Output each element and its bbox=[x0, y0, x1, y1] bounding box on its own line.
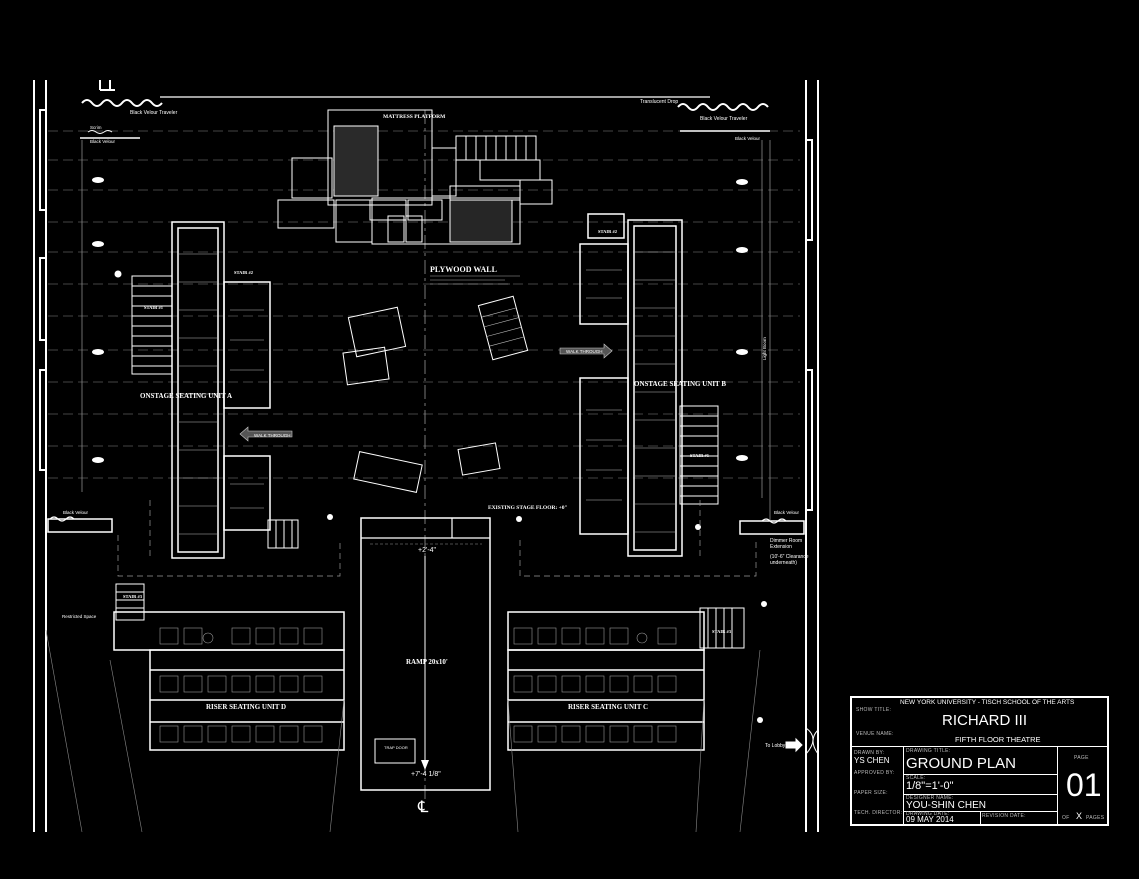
paper-size-label: PAPER SIZE: bbox=[854, 790, 888, 796]
drawing-title-label: DRAWING TITLE: bbox=[906, 748, 951, 754]
of-label: OF bbox=[1062, 815, 1070, 821]
black-velour-side-left-label: Black Velour bbox=[63, 510, 89, 515]
centerline-symbol: ℄ bbox=[417, 799, 429, 816]
title-block-center-column: DRAWING TITLE: GROUND PLAN SCALE: 1/8"=1… bbox=[904, 747, 1058, 824]
dimmer-clearance-label: (10'-6" Clearance bbox=[770, 554, 809, 560]
theatre-walls bbox=[33, 80, 819, 832]
stair-2-left-label: STAIR #2 bbox=[234, 270, 254, 275]
dimmer-extension-label: Extension bbox=[770, 544, 792, 550]
drapery bbox=[80, 96, 770, 139]
mattress-platform-label: MATTRESS PLATFORM bbox=[383, 114, 446, 120]
onstage-seating-a-label: ONSTAGE SEATING UNIT A bbox=[140, 392, 232, 400]
stair-2-right-label: STAIR #2 bbox=[598, 229, 618, 234]
ramp-top-elevation: +2'-4" bbox=[418, 547, 437, 554]
onstage-seating-a bbox=[171, 221, 271, 559]
page-label: PAGE bbox=[1074, 755, 1089, 761]
riser-seating-c bbox=[507, 611, 705, 751]
plywood-wall-notes bbox=[430, 275, 520, 285]
stair-1-left bbox=[131, 275, 173, 375]
scale-label: SCALE: bbox=[906, 775, 926, 781]
black-velour-traveler-right-label: Black Velour Traveler bbox=[700, 116, 748, 122]
riser-c-seats bbox=[513, 627, 677, 743]
seat-rows-b bbox=[586, 251, 676, 533]
black-velour-top-left-label: Black Velour bbox=[90, 139, 116, 144]
stair-1-left-label: STAIR #1 bbox=[144, 305, 164, 310]
title-block-page-column: PAGE 01 OF X PAGES bbox=[1058, 747, 1107, 824]
revision-date-label: REVISION DATE: bbox=[982, 813, 1026, 819]
title-block: SHOW TITLE: NEW YORK UNIVERSITY - TISCH … bbox=[850, 696, 1109, 826]
school-name: NEW YORK UNIVERSITY - TISCH SCHOOL OF TH… bbox=[900, 699, 1075, 706]
boom-fixtures bbox=[92, 177, 767, 723]
dimmer-underneath-label: underneath) bbox=[770, 560, 797, 566]
show-title-label: SHOW TITLE: bbox=[856, 707, 892, 713]
title-block-show-section: SHOW TITLE: NEW YORK UNIVERSITY - TISCH … bbox=[852, 698, 1107, 747]
ramp bbox=[360, 517, 491, 791]
scale: 1/8"=1'-0" bbox=[906, 780, 954, 792]
lobby-door bbox=[785, 727, 819, 755]
scrim-label: Scrim bbox=[90, 125, 102, 130]
black-velour-traveler-left-label: Black Velour Traveler bbox=[130, 110, 178, 116]
tech-director-label: TECH. DIRECTOR: bbox=[854, 810, 903, 816]
translucent-drop-label: Translucent Drop bbox=[640, 99, 678, 105]
walk-through-left-label: WALK THROUGH bbox=[254, 433, 291, 438]
drawing-date: 09 MAY 2014 bbox=[906, 815, 954, 824]
mattress-platform bbox=[277, 109, 553, 245]
riser-seating-d-label: RISER SEATING UNIT D bbox=[206, 703, 286, 711]
walk-through-right-label: WALK THROUGH bbox=[566, 349, 603, 354]
drawn-by: YS CHEN bbox=[854, 756, 890, 765]
walk-through-arrows bbox=[239, 343, 613, 442]
upstage-stairs bbox=[455, 135, 541, 181]
black-velour-side-right-label: Black Velour bbox=[774, 510, 800, 515]
seat-rows-a bbox=[178, 253, 264, 535]
stair-2-left bbox=[267, 519, 299, 549]
stair-3-left-label: STAIR #3 bbox=[123, 594, 143, 599]
plywood-wall-label: PLYWOOD WALL bbox=[430, 265, 497, 274]
loose-platform-stair-treads bbox=[481, 307, 525, 347]
drawing-date-label: DRAWING DATE: bbox=[906, 811, 950, 817]
divider-3 bbox=[904, 811, 1058, 812]
audience-floor-lines bbox=[45, 629, 761, 833]
ramp-label: RAMP 20x10' bbox=[406, 658, 448, 666]
venue-name: FIFTH FLOOR THEATRE bbox=[955, 735, 1041, 744]
masking-lines bbox=[117, 500, 757, 577]
pages-label: PAGES bbox=[1086, 815, 1105, 821]
onstage-seating-b bbox=[579, 213, 683, 557]
black-velour-top-right-label: Black Velour bbox=[735, 136, 761, 141]
drawing-title: GROUND PLAN bbox=[906, 755, 1017, 772]
designer-name-label: DESIGNER NAME: bbox=[906, 795, 954, 801]
total-pages: X bbox=[1076, 811, 1083, 821]
riser-d-seats bbox=[159, 627, 323, 743]
show-title: RICHARD III bbox=[942, 712, 1028, 729]
stair-3 bbox=[115, 583, 745, 649]
boom-lines bbox=[81, 140, 771, 520]
light-boom-label: Light Boom bbox=[762, 337, 767, 360]
stair-1-right-label: STAIR #1 bbox=[690, 453, 710, 458]
riser-seating-c-label: RISER SEATING UNIT C bbox=[568, 703, 648, 711]
onstage-seating-b-label: ONSTAGE SEATING UNIT B bbox=[634, 380, 726, 388]
revision-divider bbox=[980, 811, 981, 824]
stair-1-right bbox=[679, 405, 719, 505]
designer-name: YOU-SHIN CHEN bbox=[906, 800, 987, 811]
divider-2 bbox=[904, 794, 1058, 795]
trap-door-label: TRAP DOOR bbox=[384, 745, 408, 750]
divider-1 bbox=[904, 774, 1058, 775]
to-lobby-label: To Lobby bbox=[765, 743, 786, 749]
ramp-bottom-elevation: +7'-4 1/8" bbox=[411, 771, 441, 778]
drawn-by-label: DRAWN BY: bbox=[854, 750, 885, 756]
venue-name-label: VENUE NAME: bbox=[856, 731, 894, 737]
approved-by-label: APPROVED BY: bbox=[854, 770, 895, 776]
restricted-space-label: Restricted Space bbox=[62, 614, 97, 619]
page-number: 01 bbox=[1066, 767, 1102, 803]
title-block-left-column: DRAWN BY: YS CHEN APPROVED BY: PAPER SIZ… bbox=[852, 747, 904, 824]
dimmer-room-label: Dimmer Room bbox=[770, 538, 802, 544]
stair-3-right-label: STAIR #3 bbox=[712, 629, 732, 634]
existing-stage-floor-label: EXISTING STAGE FLOOR: +0" bbox=[488, 505, 568, 511]
side-legs bbox=[47, 516, 805, 535]
loose-platforms bbox=[342, 295, 529, 493]
